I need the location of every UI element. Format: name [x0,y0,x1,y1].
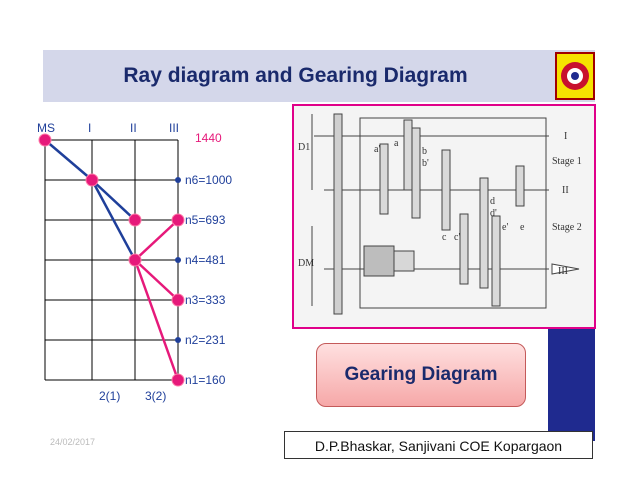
gearing-drawing-frame: I II III Stage 1 Stage 2 D1 DM a' a b b'… [292,104,596,329]
shaft-label-iii: III [558,266,568,277]
col-label-iii: III [169,121,179,135]
gear-label-c: c [442,232,447,243]
speed-top-label: 1440 [195,131,222,145]
gearing-drawing: I II III Stage 1 Stage 2 D1 DM a' a b b'… [294,106,594,327]
node-n3 [171,293,185,307]
ratio-label-2: 3(2) [145,389,166,403]
gear-b [411,127,421,219]
col-label-ii: II [130,121,137,135]
shaft-label-i: I [564,131,567,142]
dot-n2 [175,337,181,343]
node-i [85,173,99,187]
output-spindle [551,263,580,275]
ray-ii-iii-n1 [133,259,180,381]
ray-diagram: MS I II III 1440 n6=1000 n5=693 n4=481 n… [37,121,232,403]
node-n1 [171,373,185,387]
dot-n4 [175,257,181,263]
header-bar [43,50,595,102]
gear-label-d-prime: d' [490,208,497,219]
ray-i-ii-b [90,179,137,261]
stage-label-2: Stage 2 [552,222,582,233]
col-label-i: I [88,121,91,135]
gear-label-d: d [490,196,495,207]
gear-d-prime [491,215,501,307]
ray-ii-iii-n5 [134,219,179,261]
speed-label-n1: n1=160 [185,373,226,387]
dim-label-dm: DM [298,258,314,269]
gearing-diagram-button[interactable]: Gearing Diagram [316,343,526,407]
speed-label-n4: n4=481 [185,253,226,267]
col-label-ms: MS [37,121,55,135]
slide-date: 24/02/2017 [50,437,96,447]
ray-ms-i [44,139,93,181]
ratio-label-1: 2(1) [99,389,120,403]
gear-label-e: e [520,222,525,233]
author-credit: D.P.Bhaskar, Sanjivani COE Kopargaon [284,431,593,459]
gear-label-a-prime: a' [374,144,380,155]
speed-label-n5: n5=693 [185,213,226,227]
gear-d [479,177,489,289]
shaft-label-ii: II [562,185,569,196]
motor [363,245,395,277]
speed-label-n2: n2=231 [185,333,226,347]
belt-pulley [333,113,343,315]
gear-a-prime [379,143,389,215]
stage-label-1: Stage 1 [552,156,582,167]
gear-label-b-prime: b' [422,158,429,169]
speed-label-n6: n6=1000 [185,173,232,187]
gear-label-e-prime: e' [502,222,508,233]
gear-label-a: a [394,138,399,149]
gear-label-b: b [422,146,427,157]
dim-label-d1: D1 [298,142,310,153]
gear-e [515,165,525,207]
dot-n6 [175,177,181,183]
gear-a [403,119,413,191]
slide-title: Ray diagram and Gearing Diagram [123,64,468,87]
node-ii-lower [128,253,142,267]
node-ii-upper [128,213,142,227]
ray-ii-iii-n3 [134,259,179,301]
gear-c-prime [459,213,469,285]
node-ms [38,133,52,147]
node-n5 [171,213,185,227]
speed-label-n3: n3=333 [185,293,226,307]
ray-i-ii-a [91,179,136,221]
gear-c [441,149,451,231]
college-logo [555,52,595,100]
gear-label-c-prime: c' [454,232,460,243]
